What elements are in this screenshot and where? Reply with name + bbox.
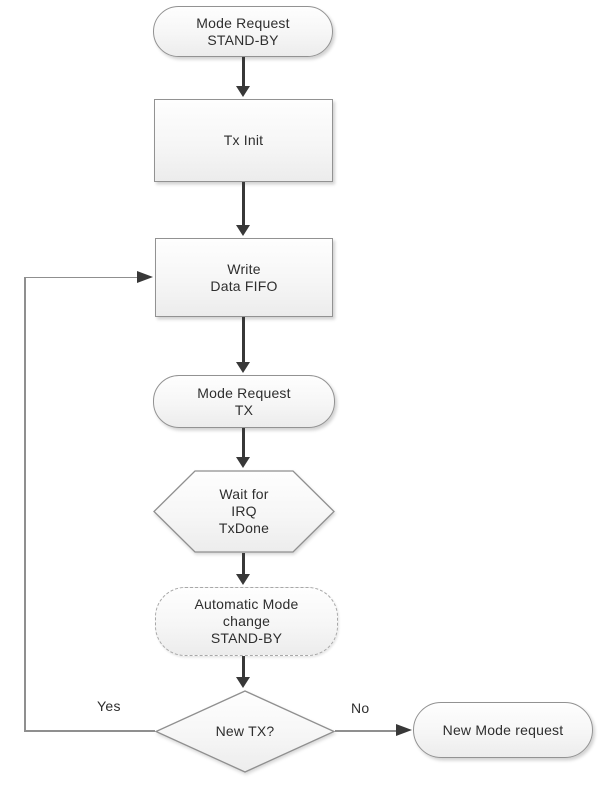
node-automatic-mode-change-standby: Automatic Mode change STAND-BY: [155, 587, 338, 656]
arrowhead-down-icon: [236, 362, 250, 373]
node-text-line: New TX?: [215, 723, 275, 739]
connector-no-segment: [335, 730, 397, 732]
node-text-line: Automatic Mode: [194, 596, 299, 612]
diamond-shape: [155, 690, 335, 773]
node-write-data-fifo: Write Data FIFO: [155, 238, 333, 317]
edge-label-no: No: [351, 700, 370, 716]
hexagon-shape: [153, 470, 335, 553]
arrow-modetx-to-wait: [241, 428, 245, 457]
node-text-line: Data FIFO: [210, 277, 278, 294]
node-mode-request-tx: Mode Request TX: [153, 375, 335, 428]
node-new-mode-request: New Mode request: [413, 702, 593, 758]
arrowhead-down-icon: [236, 457, 250, 468]
node-text-line: IRQ: [231, 503, 257, 519]
connector-yes-vertical-segment: [24, 277, 26, 731]
node-mode-request-standby: Mode Request STAND-BY: [153, 6, 333, 57]
arrow-txinit-to-fifo: [241, 182, 245, 225]
node-text-line: STAND-BY: [207, 31, 279, 48]
node-new-tx-decision: New TX?: [155, 690, 335, 773]
arrowhead-down-icon: [236, 677, 250, 688]
node-text-line: Mode Request: [196, 14, 290, 31]
node-tx-init: Tx Init: [154, 99, 333, 182]
arrow-standby-to-txinit: [241, 57, 245, 86]
connector-yes-top-segment: [24, 276, 138, 278]
arrowhead-down-icon: [236, 574, 250, 585]
node-text-line: TxDone: [218, 520, 270, 536]
node-text-line: Tx Init: [223, 132, 264, 148]
node-text-line: TX: [234, 401, 254, 418]
node-text-line: change: [222, 613, 271, 629]
arrow-fifo-to-modetx: [241, 317, 245, 362]
connector-yes-bottom-segment: [24, 730, 155, 732]
node-text-line: Write: [227, 260, 261, 277]
arrowhead-down-icon: [236, 86, 250, 97]
arrowhead-right-icon: [396, 724, 412, 736]
arrow-wait-to-automode: [241, 553, 245, 574]
node-text-line: Wait for: [219, 486, 269, 502]
edge-label-yes: Yes: [97, 698, 121, 714]
node-text-line: Mode Request: [197, 384, 291, 401]
arrowhead-down-icon: [236, 225, 250, 236]
node-text-line: STAND-BY: [210, 630, 283, 646]
node-wait-irq-txdone: Wait for IRQ TxDone: [153, 470, 335, 553]
arrowhead-right-icon: [137, 271, 153, 283]
node-text-line: New Mode request: [442, 721, 564, 738]
arrow-automode-to-decision: [241, 656, 245, 677]
